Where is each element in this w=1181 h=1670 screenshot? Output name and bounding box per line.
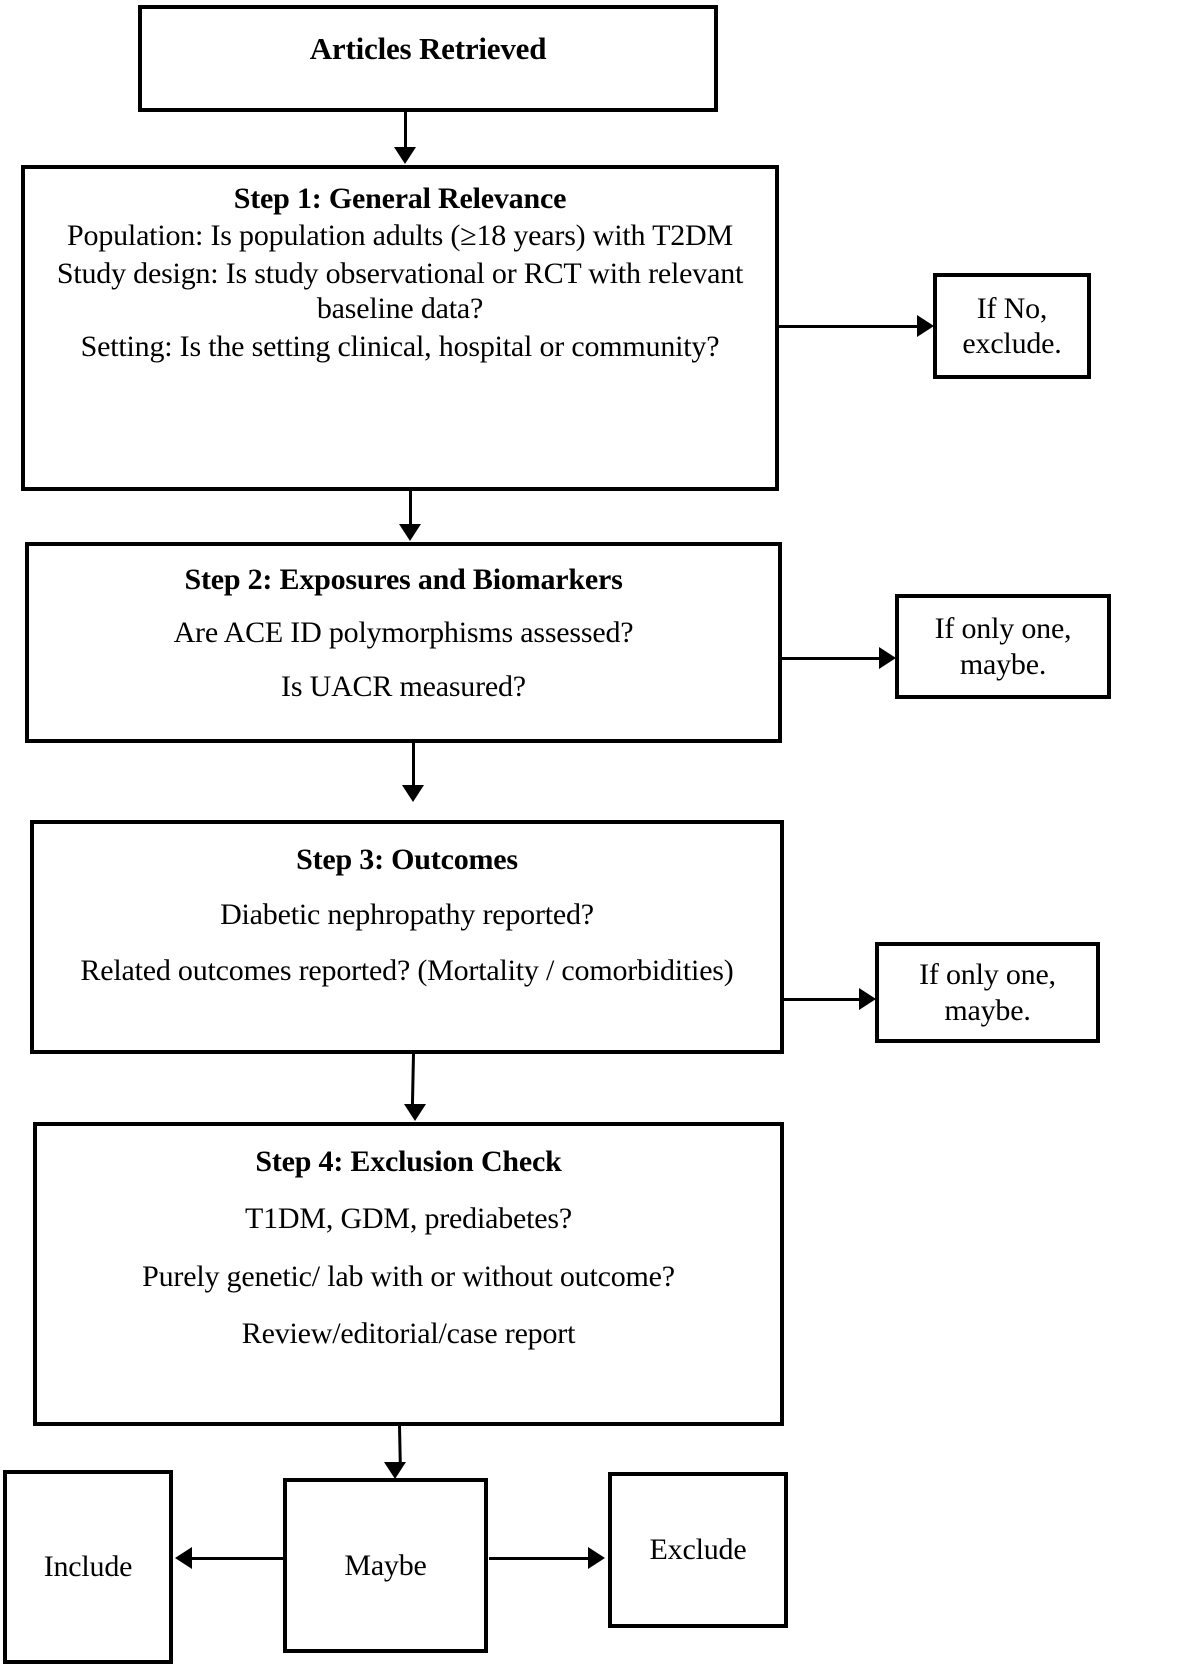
node-line: Study design: Is study observational or … [56, 256, 744, 326]
node-title: Articles Retrieved [309, 31, 547, 66]
edge-line [409, 491, 412, 526]
edge-line [192, 1557, 284, 1560]
node-line: Diabetic nephropathy reported? [220, 898, 594, 932]
node-articles-retrieved[interactable]: Articles Retrieved [138, 5, 718, 112]
node-title: Step 3: Outcomes [296, 843, 518, 876]
node-exclude[interactable]: Exclude [608, 1472, 788, 1628]
arrow-right-icon [859, 988, 876, 1010]
edge-line [412, 743, 415, 787]
node-step2-exposures-and-biomarkers[interactable]: Step 2: Exposures and Biomarkers Are ACE… [25, 542, 782, 743]
edge-line [782, 657, 882, 660]
node-if-no-exclude[interactable]: If No, exclude. [933, 273, 1091, 379]
edge-line [779, 325, 919, 328]
arrow-down-icon [402, 785, 424, 802]
arrow-down-icon [394, 147, 416, 164]
node-line: maybe. [959, 647, 1047, 681]
arrow-left-icon [175, 1547, 192, 1569]
arrow-down-icon [404, 1104, 426, 1121]
node-line: exclude. [962, 327, 1062, 360]
node-maybe[interactable]: Maybe [283, 1478, 488, 1653]
node-line: Setting: Is the setting clinical, hospit… [80, 329, 720, 363]
node-label: Exclude [649, 1533, 747, 1567]
node-label: Maybe [344, 1548, 427, 1582]
node-line: Are ACE ID polymorphisms assessed? [173, 616, 634, 650]
node-title: Step 2: Exposures and Biomarkers [184, 563, 623, 596]
node-line: T1DM, GDM, prediabetes? [245, 1202, 572, 1236]
node-line: Purely genetic/ lab with or without outc… [142, 1259, 675, 1293]
node-line: Population: Is population adults (≥18 ye… [67, 219, 733, 253]
node-line: Is UACR measured? [281, 669, 526, 703]
edge-line [404, 111, 407, 149]
arrow-right-icon [879, 647, 896, 669]
edge-line [489, 1557, 589, 1560]
arrow-down-icon [384, 1462, 406, 1479]
node-include[interactable]: Include [3, 1470, 173, 1664]
node-line: Review/editorial/case report [241, 1317, 576, 1351]
arrow-down-icon [399, 524, 421, 541]
node-if-only-one-maybe-1[interactable]: If only one, maybe. [895, 594, 1111, 699]
node-label: Include [43, 1550, 133, 1584]
node-line: maybe. [944, 993, 1031, 1027]
node-line: If only one, [934, 612, 1072, 646]
node-if-only-one-maybe-2[interactable]: If only one, maybe. [875, 942, 1100, 1043]
arrow-right-icon [588, 1547, 605, 1569]
node-line: Related outcomes reported? (Mortality / … [80, 953, 734, 987]
node-step4-exclusion-check[interactable]: Step 4: Exclusion Check T1DM, GDM, predi… [33, 1122, 784, 1426]
edge-line [784, 998, 862, 1001]
node-title: Step 4: Exclusion Check [255, 1145, 562, 1178]
node-title: Step 1: General Relevance [233, 182, 567, 215]
node-line: If No, [976, 291, 1048, 325]
edge-line [398, 1425, 402, 1469]
node-step3-outcomes[interactable]: Step 3: Outcomes Diabetic nephropathy re… [30, 820, 784, 1054]
arrow-right-icon [917, 315, 934, 337]
node-line: If only one, [919, 958, 1056, 992]
node-step1-general-relevance[interactable]: Step 1: General Relevance Population: Is… [21, 165, 779, 491]
edge-line [410, 1053, 415, 1107]
